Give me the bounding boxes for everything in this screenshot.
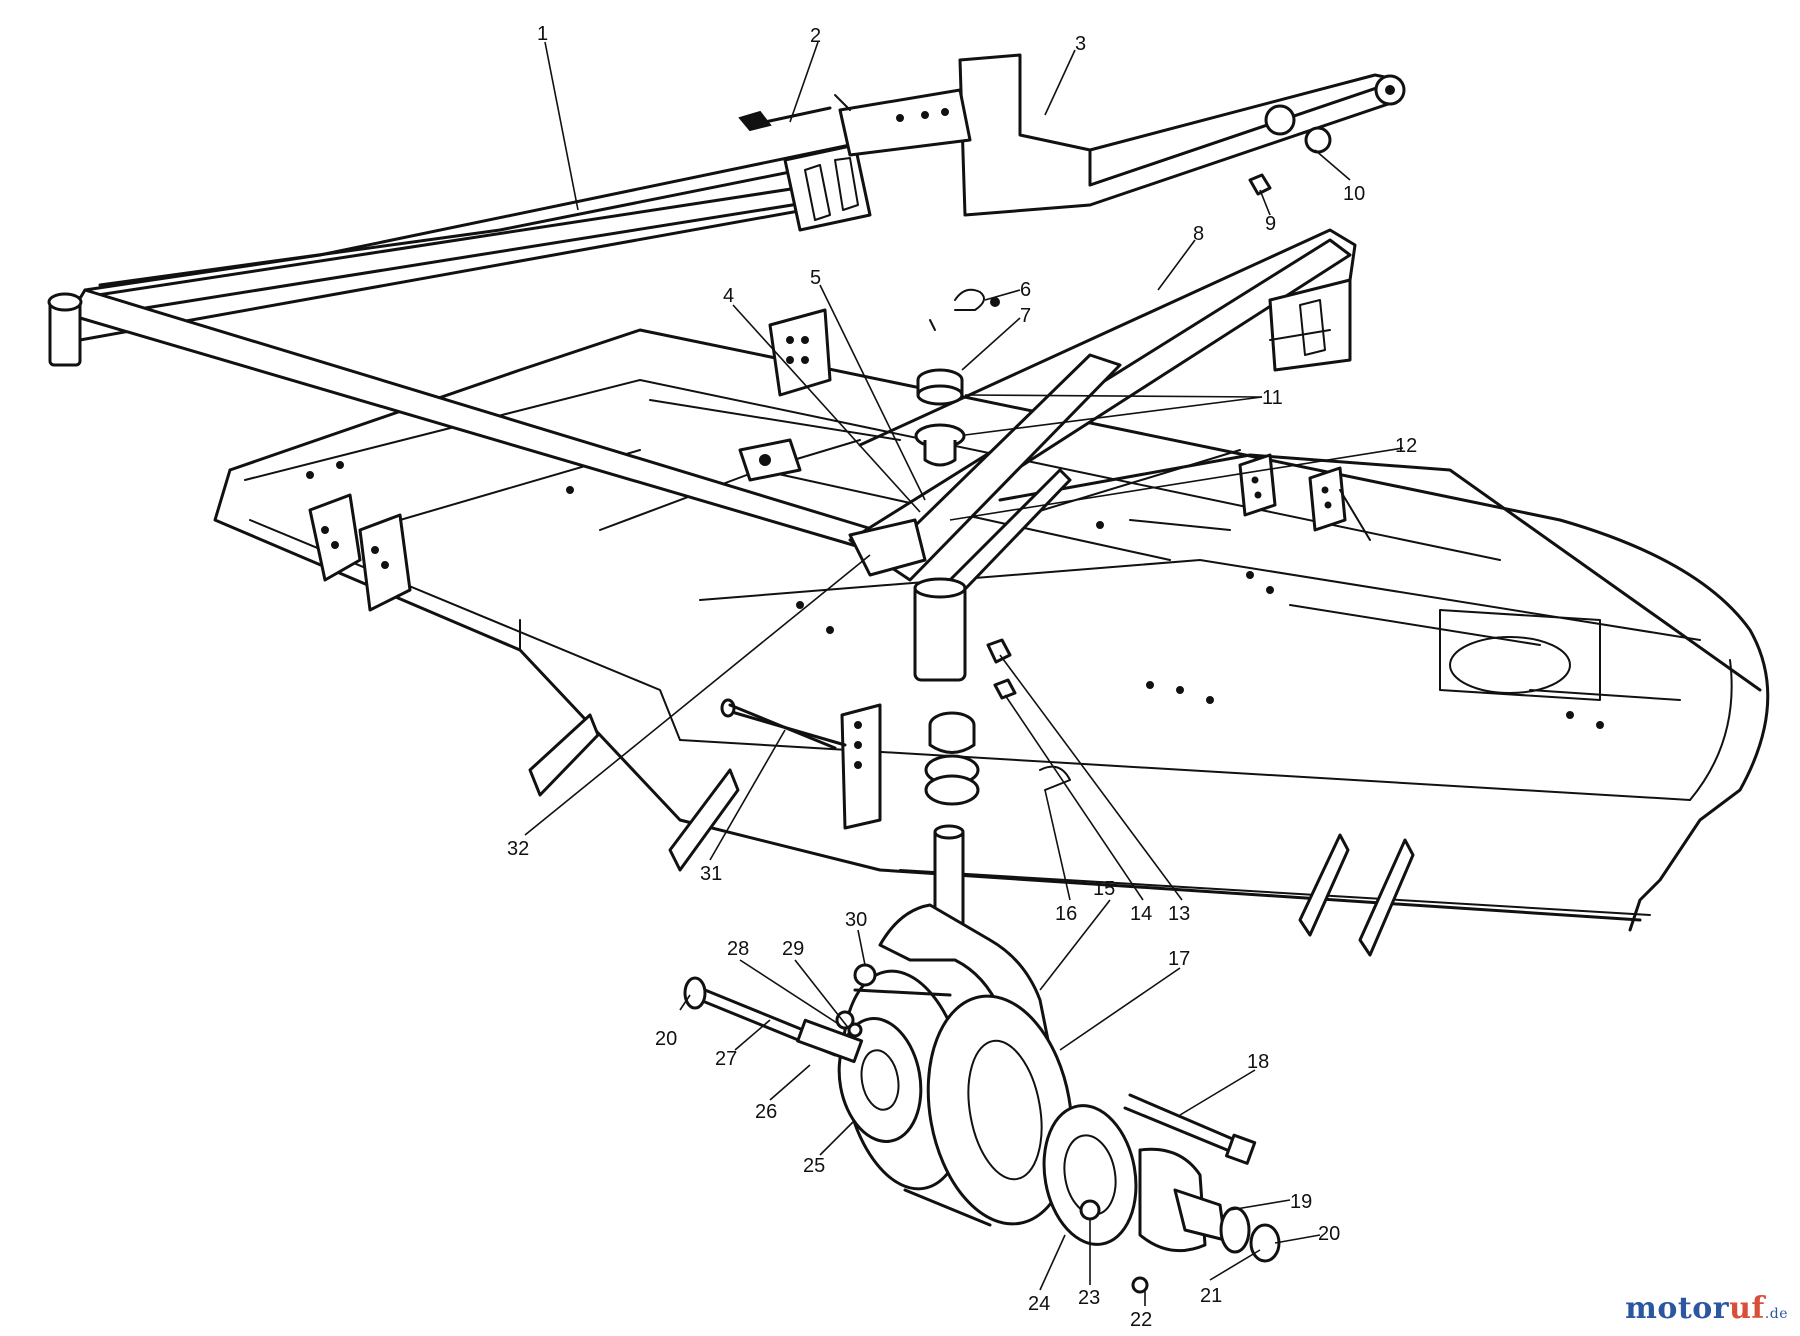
callout-18: 18 [1247,1051,1269,1073]
callout-25: 25 [803,1155,825,1177]
deck-front-tabs [528,713,1415,957]
spacer-stack [723,703,980,830]
callout-labels: 1 2 3 4 5 6 7 8 9 10 11 12 13 14 15 16 1… [507,23,1417,1331]
hairpin-part-16 [1039,765,1071,791]
callout-14: 14 [1130,903,1152,925]
hitch-arm-part-3 [738,53,1406,217]
callout-16: 16 [1055,903,1077,925]
leader-lines [524,41,1404,1306]
callout-20-right: 20 [1318,1223,1340,1245]
watermark-suffix: .de [1764,1306,1788,1322]
pivot-components [914,288,1000,467]
callout-19: 19 [1290,1191,1312,1213]
callout-23: 23 [1078,1287,1100,1309]
callout-31: 31 [700,863,722,885]
callout-8: 8 [1193,223,1204,245]
callout-2: 2 [810,25,821,47]
pin-part-31 [720,698,837,750]
watermark-part1: motor [1625,1291,1730,1326]
a-frame-part-1 [47,143,1357,612]
callout-1: 1 [537,23,548,45]
callout-17: 17 [1168,948,1190,970]
caster-tube [913,577,967,682]
deck-bracket-left [308,449,641,612]
callout-32: 32 [507,838,529,860]
callout-21: 21 [1200,1285,1222,1307]
callout-26: 26 [755,1101,777,1123]
callout-4: 4 [723,285,734,307]
callout-9: 9 [1265,213,1276,235]
callout-13: 13 [1168,903,1190,925]
callout-24: 24 [1028,1293,1050,1315]
nuts-13-14 [986,638,1017,700]
callout-7: 7 [1020,305,1031,327]
watermark-part2: uf [1729,1291,1765,1326]
callout-11: 11 [1262,387,1283,409]
watermark-logo: motoruf.de [1625,1291,1788,1326]
caster-wheel [837,969,1074,1227]
callout-30: 30 [845,909,867,931]
callout-22: 22 [1130,1309,1152,1331]
callout-27: 27 [715,1048,737,1070]
callout-12: 12 [1395,435,1417,457]
callout-6: 6 [1020,279,1031,301]
callout-15: 15 [1093,878,1115,900]
callout-5: 5 [810,267,821,289]
callout-29: 29 [782,938,804,960]
callout-20-left: 20 [655,1028,677,1050]
frame-plate [738,308,832,482]
callout-10: 10 [1343,183,1365,205]
axle-assembly [683,963,1281,1294]
callout-28: 28 [727,938,749,960]
callout-3: 3 [1075,33,1086,55]
